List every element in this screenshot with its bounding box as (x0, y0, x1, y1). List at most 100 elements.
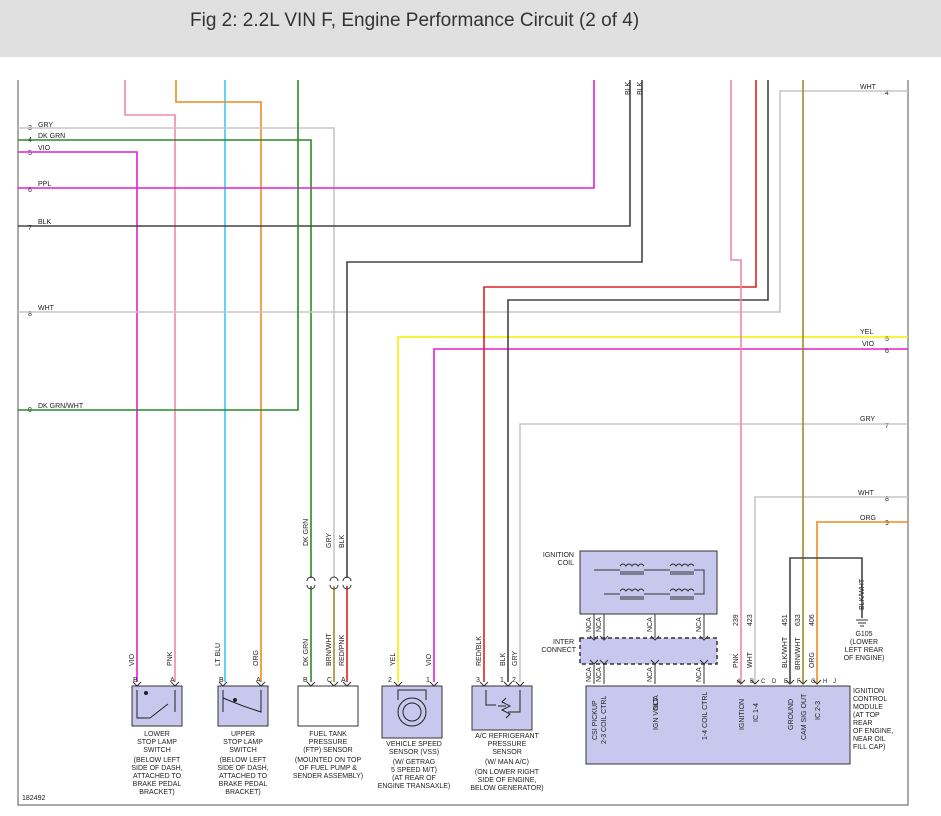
right-wire-label: WHT (860, 84, 877, 91)
svg-text:G: G (811, 679, 816, 685)
wires (18, 80, 908, 684)
ground-caption: G105 (LOWER LEFT REAR OF ENGINE) (844, 631, 885, 662)
svg-text:A: A (737, 679, 741, 685)
svg-text:BLK/WHT: BLK/WHT (782, 636, 789, 668)
svg-text:PRESSURE: PRESSURE (309, 739, 348, 746)
svg-text:IC 2-3: IC 2-3 (815, 701, 822, 720)
svg-text:SIDE OF DASH,: SIDE OF DASH, (131, 765, 182, 772)
svg-text:SIDE OF DASH,: SIDE OF DASH, (217, 765, 268, 772)
right-pin-number: 5 (885, 336, 889, 343)
wire-label: ORG (253, 650, 260, 666)
svg-text:NCA: NCA (653, 695, 660, 710)
wire-label: PNK (167, 651, 174, 666)
svg-text:VEHICLE SPEED: VEHICLE SPEED (386, 741, 442, 748)
wire-vio-lower-stop (18, 151, 138, 682)
diagram-frame (17, 80, 909, 806)
svg-text:(BELOW LEFT: (BELOW LEFT (134, 757, 181, 764)
svg-text:2-3 COIL CTRL: 2-3 COIL CTRL (601, 696, 608, 744)
right-wire-label: YEL (860, 329, 873, 336)
svg-text:IGNITION: IGNITION (739, 699, 746, 730)
svg-text:NCA: NCA (696, 617, 703, 632)
switch-symbols (136, 689, 521, 727)
pin-marks (132, 635, 822, 687)
wire-wht-8 (18, 90, 908, 313)
pin-label: 2 (512, 677, 516, 684)
svg-text:(AT TOP: (AT TOP (853, 712, 880, 719)
ftp-inline-connector (306, 576, 352, 590)
svg-text:NCA: NCA (586, 617, 593, 632)
svg-text:(W/ MAN A/C): (W/ MAN A/C) (485, 759, 529, 766)
svg-text:FUEL TANK: FUEL TANK (309, 731, 347, 738)
svg-text:239: 239 (733, 614, 740, 626)
coil-windings (594, 563, 705, 600)
svg-text:BRACKET): BRACKET) (225, 789, 260, 796)
svg-text:F: F (797, 679, 801, 685)
wire-blkwht-ground (789, 557, 863, 684)
right-wire-label: ORG (860, 515, 876, 522)
wire-label: GRY (512, 651, 519, 666)
wire-label: GRY (326, 533, 333, 548)
svg-text:J: J (833, 679, 836, 685)
svg-text:BRAKE PEDAL: BRAKE PEDAL (219, 781, 268, 788)
pin-label: A (256, 677, 261, 684)
wire-yel-vss (397, 336, 908, 682)
figure-number: 182492 (22, 795, 45, 802)
wire-label: DK GRN (303, 519, 310, 546)
svg-text:(ON LOWER RIGHT: (ON LOWER RIGHT (475, 769, 540, 776)
wire-org-icm (816, 521, 908, 684)
svg-text:BELOW GENERATOR): BELOW GENERATOR) (470, 785, 543, 792)
wire-dkgrn-ftp (18, 139, 312, 578)
svg-text:REAR: REAR (853, 720, 872, 727)
svg-text:LOWER: LOWER (144, 731, 170, 738)
wire-label: BLK/WHT (859, 578, 866, 610)
wire-vio-vss (433, 348, 908, 682)
pin-label: B (133, 677, 138, 684)
svg-text:IGN VOLT: IGN VOLT (653, 697, 660, 730)
svg-text:NCA: NCA (596, 667, 603, 682)
left-wire-label: VIO (38, 145, 51, 152)
wire-label: VIO (129, 653, 136, 666)
svg-text:1-4 COIL CTRL: 1-4 COIL CTRL (702, 692, 709, 740)
svg-text:451: 451 (782, 614, 789, 626)
upper-stop-caption: UPPER STOP LAMP SWITCH (BELOW LEFT SIDE … (217, 731, 268, 796)
pin-label: A (170, 677, 175, 684)
right-wire-label: GRY (860, 416, 875, 423)
wire-org-upper-stop (175, 80, 262, 682)
svg-text:NCA: NCA (647, 617, 654, 632)
svg-text:5 SPEED M/T): 5 SPEED M/T) (391, 767, 437, 774)
lower-stop-lamp-switch (131, 685, 183, 727)
svg-text:PNK: PNK (733, 653, 740, 668)
ftp-sensor-box (297, 685, 359, 727)
right-pin-number: 6 (885, 348, 889, 355)
ignition-coil-caption: IGNITION COIL (543, 552, 574, 567)
wire-dkgrn-wht (18, 80, 299, 411)
svg-text:IGNITION: IGNITION (543, 552, 574, 559)
wire-label: BLK (500, 652, 507, 666)
svg-text:COIL: COIL (558, 560, 574, 567)
vss-caption: VEHICLE SPEED SENSOR (VSS) (W/ GETRAG 5 … (378, 741, 451, 790)
svg-text:H: H (823, 679, 827, 685)
svg-text:STOP LAMP: STOP LAMP (137, 739, 177, 746)
coil-wires (593, 570, 705, 684)
ac-caption: A/C REFRIGERANT PRESSURE SENSOR (W/ MAN … (470, 733, 543, 792)
svg-text:NCA: NCA (596, 617, 603, 632)
interconnect-caption: INTER CONNECT (541, 639, 576, 654)
wire-redblk-ac (483, 80, 757, 682)
svg-text:B: B (750, 679, 754, 685)
wire-blk-7 (18, 80, 631, 227)
svg-text:SWITCH: SWITCH (143, 747, 171, 754)
wire-gry-ftp (18, 127, 335, 578)
right-pin-number: 9 (885, 520, 889, 527)
wire-label: BRN/WHT (326, 633, 333, 666)
left-pin-number: 7 (28, 225, 32, 232)
left-connector: 3 GRY 4 DK GRN 5 VIO 6 PPL 7 BLK 8 WHT 9… (28, 122, 84, 414)
wire-label-blk-a: BLK (625, 81, 632, 95)
wire-wht-icm (754, 496, 908, 684)
wire-pnk-icm (730, 80, 742, 684)
svg-text:(W/ GETRAG: (W/ GETRAG (393, 759, 435, 766)
svg-text:SENSOR (VSS): SENSOR (VSS) (389, 749, 439, 756)
interconnect-box (579, 637, 718, 665)
left-pin-number: 6 (28, 187, 32, 194)
svg-text:(MOUNTED ON TOP: (MOUNTED ON TOP (295, 757, 362, 764)
